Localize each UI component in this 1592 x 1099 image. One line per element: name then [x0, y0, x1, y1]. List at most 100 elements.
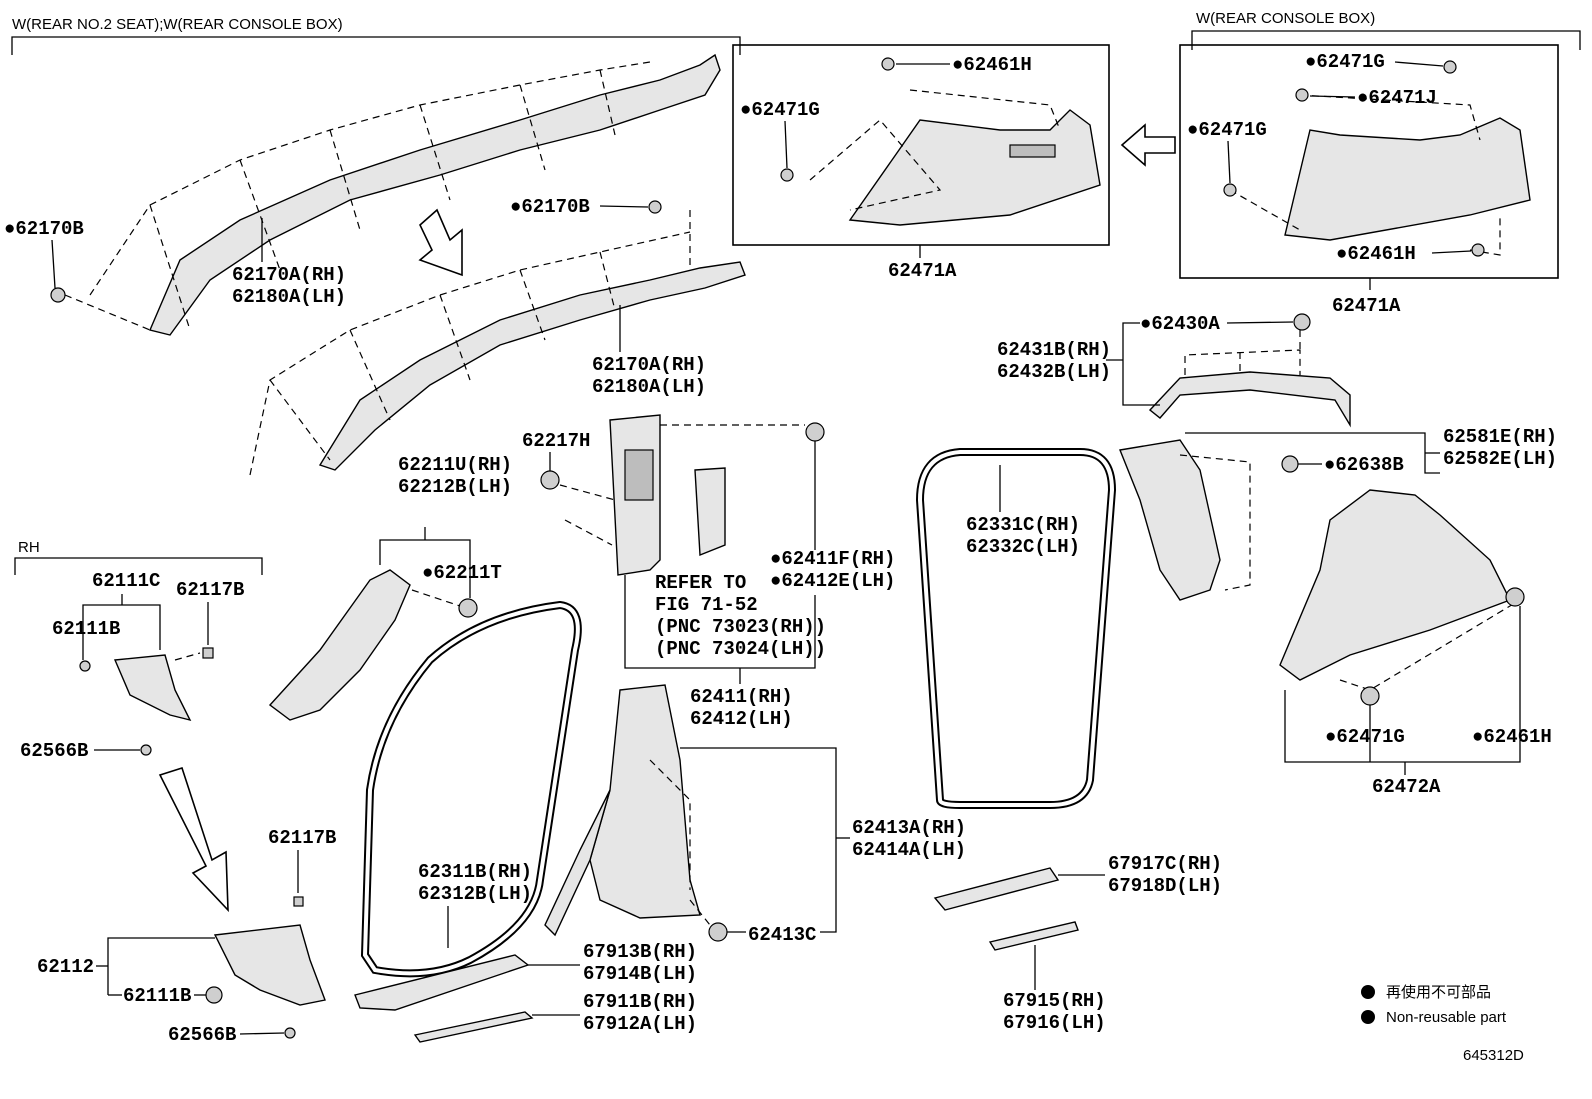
- quarter-trim-upper-2: [1229, 94, 1531, 256]
- legend-dot-2: [1361, 1010, 1375, 1024]
- label-62217H: 62217H: [522, 430, 590, 452]
- cowl-side-bracket: [113, 654, 192, 722]
- label-62413C: 62413C: [748, 924, 816, 946]
- legend-dot-1: [1361, 985, 1375, 999]
- b-pillar-upper-trim: [609, 414, 726, 576]
- clip-62638B: [1281, 455, 1299, 473]
- door-seal-rear: [915, 448, 1117, 809]
- label-62471A-box2: 62471A: [1332, 295, 1401, 317]
- label-62331C: 62331C(RH): [966, 514, 1080, 536]
- clip-62566B-1: [140, 744, 152, 756]
- label-62332C: 62332C(LH): [966, 536, 1080, 558]
- label-67911B: 67911B(RH): [583, 991, 697, 1013]
- clip-62411F: [805, 422, 825, 442]
- label-67912A: 67912A(LH): [583, 1013, 697, 1035]
- label-62471G-box1: ●62471G: [740, 99, 820, 121]
- clip-62111B-2: [205, 986, 223, 1004]
- label-62212B: 62212B(LH): [398, 476, 512, 498]
- clip-62461H-box2: [1471, 243, 1485, 257]
- roof-side-molding: [1148, 330, 1351, 428]
- refer-line-4: (PNC 73024(LH)): [655, 638, 826, 660]
- arrow-down-right-1: [418, 208, 463, 277]
- label-62432B: 62432B(LH): [997, 361, 1111, 383]
- refer-line-1: REFER TO: [655, 572, 746, 594]
- label-62170B-left: ●62170B: [4, 218, 84, 240]
- label-67917C: 67917C(RH): [1108, 853, 1222, 875]
- label-62471G-box2b: ●62471G: [1187, 119, 1267, 141]
- label-62170B-mid: ●62170B: [510, 196, 590, 218]
- label-62461H-box1: ●62461H: [952, 54, 1032, 76]
- label-62311B: 62311B(RH): [418, 861, 532, 883]
- label-62582E: 62582E(LH): [1443, 448, 1557, 470]
- clip-62471G-low: [1360, 686, 1380, 706]
- door-seal-front: [360, 600, 582, 978]
- label-62211U: 62211U(RH): [398, 454, 512, 476]
- label-62412E: ●62412E(LH): [770, 570, 895, 592]
- detail-box-2: [1179, 44, 1559, 279]
- label-62461H-box2: ●62461H: [1336, 243, 1416, 265]
- front-scuff-plate: [354, 954, 530, 1011]
- label-62412: 62412(LH): [690, 708, 793, 730]
- detail-box-1: [732, 44, 1110, 246]
- pillar-trim-62581E: [1119, 439, 1251, 601]
- refer-line-3: (PNC 73023(RH)): [655, 616, 826, 638]
- arrow-left: [1120, 123, 1176, 167]
- label-62471G-low: ●62471G: [1325, 726, 1405, 748]
- label-62430A: ●62430A: [1140, 313, 1220, 335]
- label-62111B-1: 62111B: [52, 618, 120, 640]
- label-62413A: 62413A(RH): [852, 817, 966, 839]
- label-62581E: 62581E(RH): [1443, 426, 1557, 448]
- label-62638B: ●62638B: [1324, 454, 1404, 476]
- clip-62471J: [1295, 88, 1309, 102]
- bracket-rh: [14, 557, 263, 575]
- label-62566B-2: 62566B: [168, 1024, 236, 1046]
- cowl-side-trim: [213, 924, 326, 1006]
- label-62414A: 62414A(LH): [852, 839, 966, 861]
- legend-line-1: 再使用不可部品: [1386, 984, 1491, 1001]
- label-67915: 67915(RH): [1003, 990, 1106, 1012]
- header-top-right: W(REAR CONSOLE BOX): [1196, 10, 1375, 27]
- arrow-down-right-2: [158, 766, 229, 913]
- legend-line-2: Non-reusable part: [1386, 1009, 1507, 1026]
- clip-62117B-1: [202, 647, 214, 659]
- label-62112: 62112: [37, 956, 94, 978]
- clip-62170B-left: [50, 287, 66, 303]
- bracket-top-left: [11, 36, 741, 55]
- a-pillar-trim: [268, 569, 411, 721]
- rear-scuff-plate-inner: [988, 921, 1079, 951]
- label-62312B: 62312B(LH): [418, 883, 532, 905]
- label-62117B-2: 62117B: [268, 827, 336, 849]
- clip-62471G-box2a: [1443, 60, 1457, 74]
- label-62471A-box1: 62471A: [888, 260, 957, 282]
- label-67914B: 67914B(LH): [583, 963, 697, 985]
- label-62180A-lh-2: 62180A(LH): [592, 376, 706, 398]
- label-62461H-low: ●62461H: [1472, 726, 1552, 748]
- clip-62461H-box1: [881, 57, 895, 71]
- label-62566B-1: 62566B: [20, 740, 88, 762]
- bracket-top-right: [1191, 30, 1581, 50]
- label-62180A-lh-1: 62180A(LH): [232, 286, 346, 308]
- label-62111C: 62111C: [92, 570, 160, 592]
- curtain-airbag-lower: [249, 210, 746, 476]
- label-62472A: 62472A: [1372, 776, 1441, 798]
- clip-62471G-box2b: [1223, 183, 1237, 197]
- clip-62461H-low: [1505, 587, 1525, 607]
- label-62411: 62411(RH): [690, 686, 793, 708]
- label-62170A-rh-1: 62170A(RH): [232, 264, 346, 286]
- label-62431B: 62431B(RH): [997, 339, 1111, 361]
- label-67916: 67916(LH): [1003, 1012, 1106, 1034]
- clip-62471G-box1: [780, 168, 794, 182]
- b-pillar-lower-trim: [544, 684, 701, 937]
- label-67913B: 67913B(RH): [583, 941, 697, 963]
- header-rh: RH: [18, 539, 40, 556]
- label-62111B-2: 62111B: [123, 985, 191, 1007]
- clip-62170B-mid: [648, 200, 662, 214]
- label-62471G-box2a: ●62471G: [1305, 51, 1385, 73]
- rear-scuff-plate: [933, 867, 1060, 911]
- clip-62117B-2: [293, 896, 304, 907]
- clip-62430A: [1293, 313, 1311, 331]
- clip-62111B-1: [79, 660, 91, 672]
- label-62471J: ●62471J: [1357, 87, 1437, 109]
- clip-62413C: [708, 922, 728, 942]
